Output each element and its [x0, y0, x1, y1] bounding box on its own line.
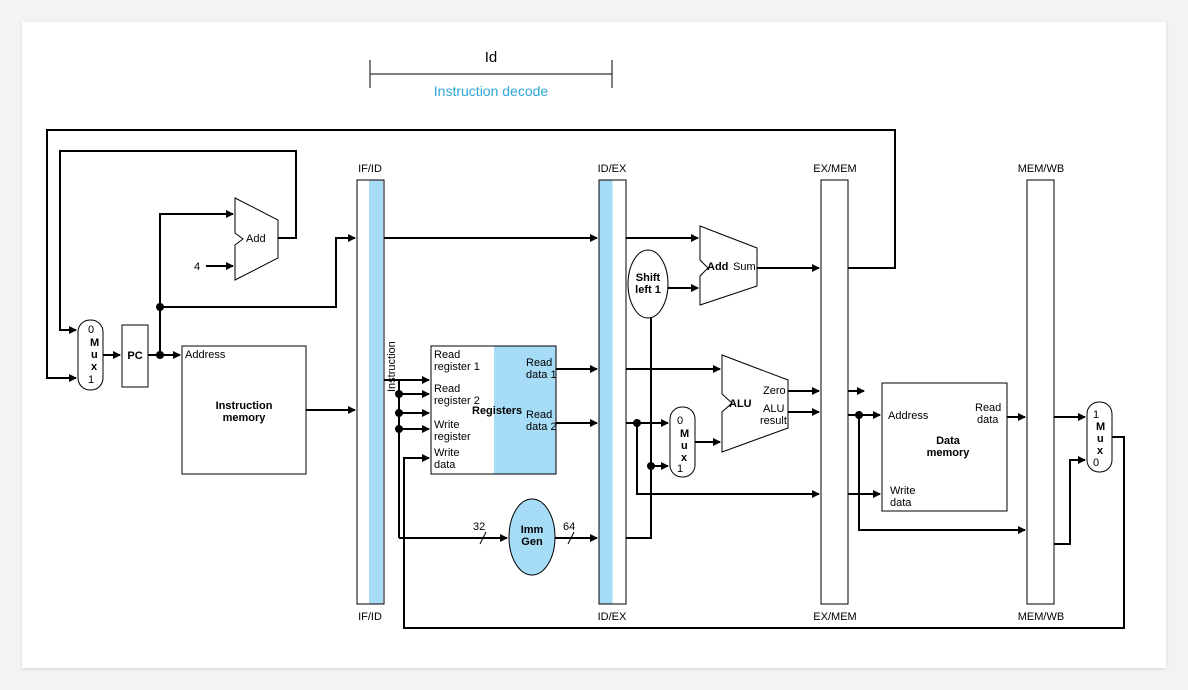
- pc-adder-label: Add: [246, 233, 266, 245]
- pc-mux-x: x: [91, 361, 98, 373]
- reg-write-a: Write: [434, 419, 459, 431]
- mem-wb-register: [1026, 179, 1055, 605]
- reg-rdata2-b: data 2: [526, 421, 557, 433]
- ex-mem-label-bottom: EX/MEM: [813, 611, 856, 623]
- reg-rdata1-a: Read: [526, 357, 552, 369]
- reg-read2-b: register 2: [434, 395, 480, 407]
- alu: [721, 354, 789, 453]
- reg-read1-b: register 1: [434, 361, 480, 373]
- if-id-register: [356, 179, 385, 605]
- reg-read1-a: Read: [434, 349, 460, 361]
- dmem-read-b: data: [977, 414, 999, 426]
- imem-title-2: memory: [223, 412, 267, 424]
- pc-adder-const: 4: [194, 261, 200, 273]
- reg-wdata-b: data: [434, 459, 456, 471]
- dmem-title-2: memory: [927, 447, 971, 459]
- wb-mux-bottom: 0: [1093, 457, 1099, 469]
- alu-mux-m: M: [680, 428, 689, 440]
- alu-result-a: ALU: [763, 403, 784, 415]
- dmem-title-1: Data: [936, 435, 961, 447]
- branch-add-label: Add: [707, 261, 728, 273]
- alu-mux-top: 0: [677, 415, 683, 427]
- registers-title: Registers: [472, 405, 522, 417]
- dmem-write-b: data: [890, 497, 912, 509]
- register-file: [430, 345, 557, 475]
- wb-mux-u: u: [1097, 433, 1104, 445]
- ex-mem-register: [820, 179, 849, 605]
- shift-2: left 1: [635, 284, 661, 296]
- reg-read2-a: Read: [434, 383, 460, 395]
- wb-mux-x: x: [1097, 445, 1104, 457]
- imem-address: Address: [185, 349, 226, 361]
- alu-result-b: result: [760, 415, 787, 427]
- pc-adder: [234, 197, 279, 281]
- if-id-label: IF/ID: [358, 163, 382, 175]
- alu-zero: Zero: [763, 385, 786, 397]
- dmem-write-a: Write: [890, 485, 915, 497]
- ex-mem-label: EX/MEM: [813, 163, 856, 175]
- instruction-label: Instruction: [386, 341, 398, 392]
- id-ex-label-bottom: ID/EX: [598, 611, 627, 623]
- imem-title-1: Instruction: [216, 400, 273, 412]
- reg-write-b: register: [434, 431, 471, 443]
- branch-sum-label: Sum: [733, 261, 756, 273]
- imm-gen-2: Gen: [521, 536, 543, 548]
- mem-wb-label: MEM/WB: [1018, 163, 1064, 175]
- reg-rdata1-b: data 1: [526, 369, 557, 381]
- alu-mux-bottom: 1: [677, 463, 683, 475]
- stage-abbr: Id: [485, 49, 498, 66]
- id-ex-label: ID/EX: [598, 163, 627, 175]
- shift-left: [627, 249, 669, 319]
- dmem-read-a: Read: [975, 402, 1001, 414]
- wb-mux-m: M: [1096, 421, 1105, 433]
- pc-mux-u: u: [91, 349, 98, 361]
- wb-mux-top: 1: [1093, 409, 1099, 421]
- reg-wdata-a: Write: [434, 447, 459, 459]
- mem-wb-label-bottom: MEM/WB: [1018, 611, 1064, 623]
- imm-in-width: 32: [473, 521, 485, 533]
- pc-label: PC: [127, 350, 142, 362]
- id-ex-register: [598, 179, 627, 605]
- stage-bracket: [369, 60, 613, 88]
- pc-register: [121, 324, 149, 388]
- reg-rdata2-a: Read: [526, 409, 552, 421]
- pc-mux-bottom: 1: [88, 374, 94, 386]
- imm-gen-1: Imm: [521, 524, 544, 536]
- pc-mux-top: 0: [88, 324, 94, 336]
- stage-name: Instruction decode: [434, 83, 549, 99]
- imm-out-width: 64: [563, 521, 575, 533]
- data-memory: [881, 382, 1008, 512]
- alu-mux-u: u: [681, 440, 688, 452]
- alu-mux-x: x: [681, 452, 688, 464]
- pc-mux-m: M: [90, 337, 99, 349]
- if-id-label-bottom: IF/ID: [358, 611, 382, 623]
- instruction-memory: [181, 345, 307, 475]
- alu-label: ALU: [729, 398, 752, 410]
- branch-adder: [699, 225, 758, 306]
- shift-1: Shift: [636, 272, 661, 284]
- dmem-address: Address: [888, 410, 929, 422]
- junctions: [156, 303, 863, 470]
